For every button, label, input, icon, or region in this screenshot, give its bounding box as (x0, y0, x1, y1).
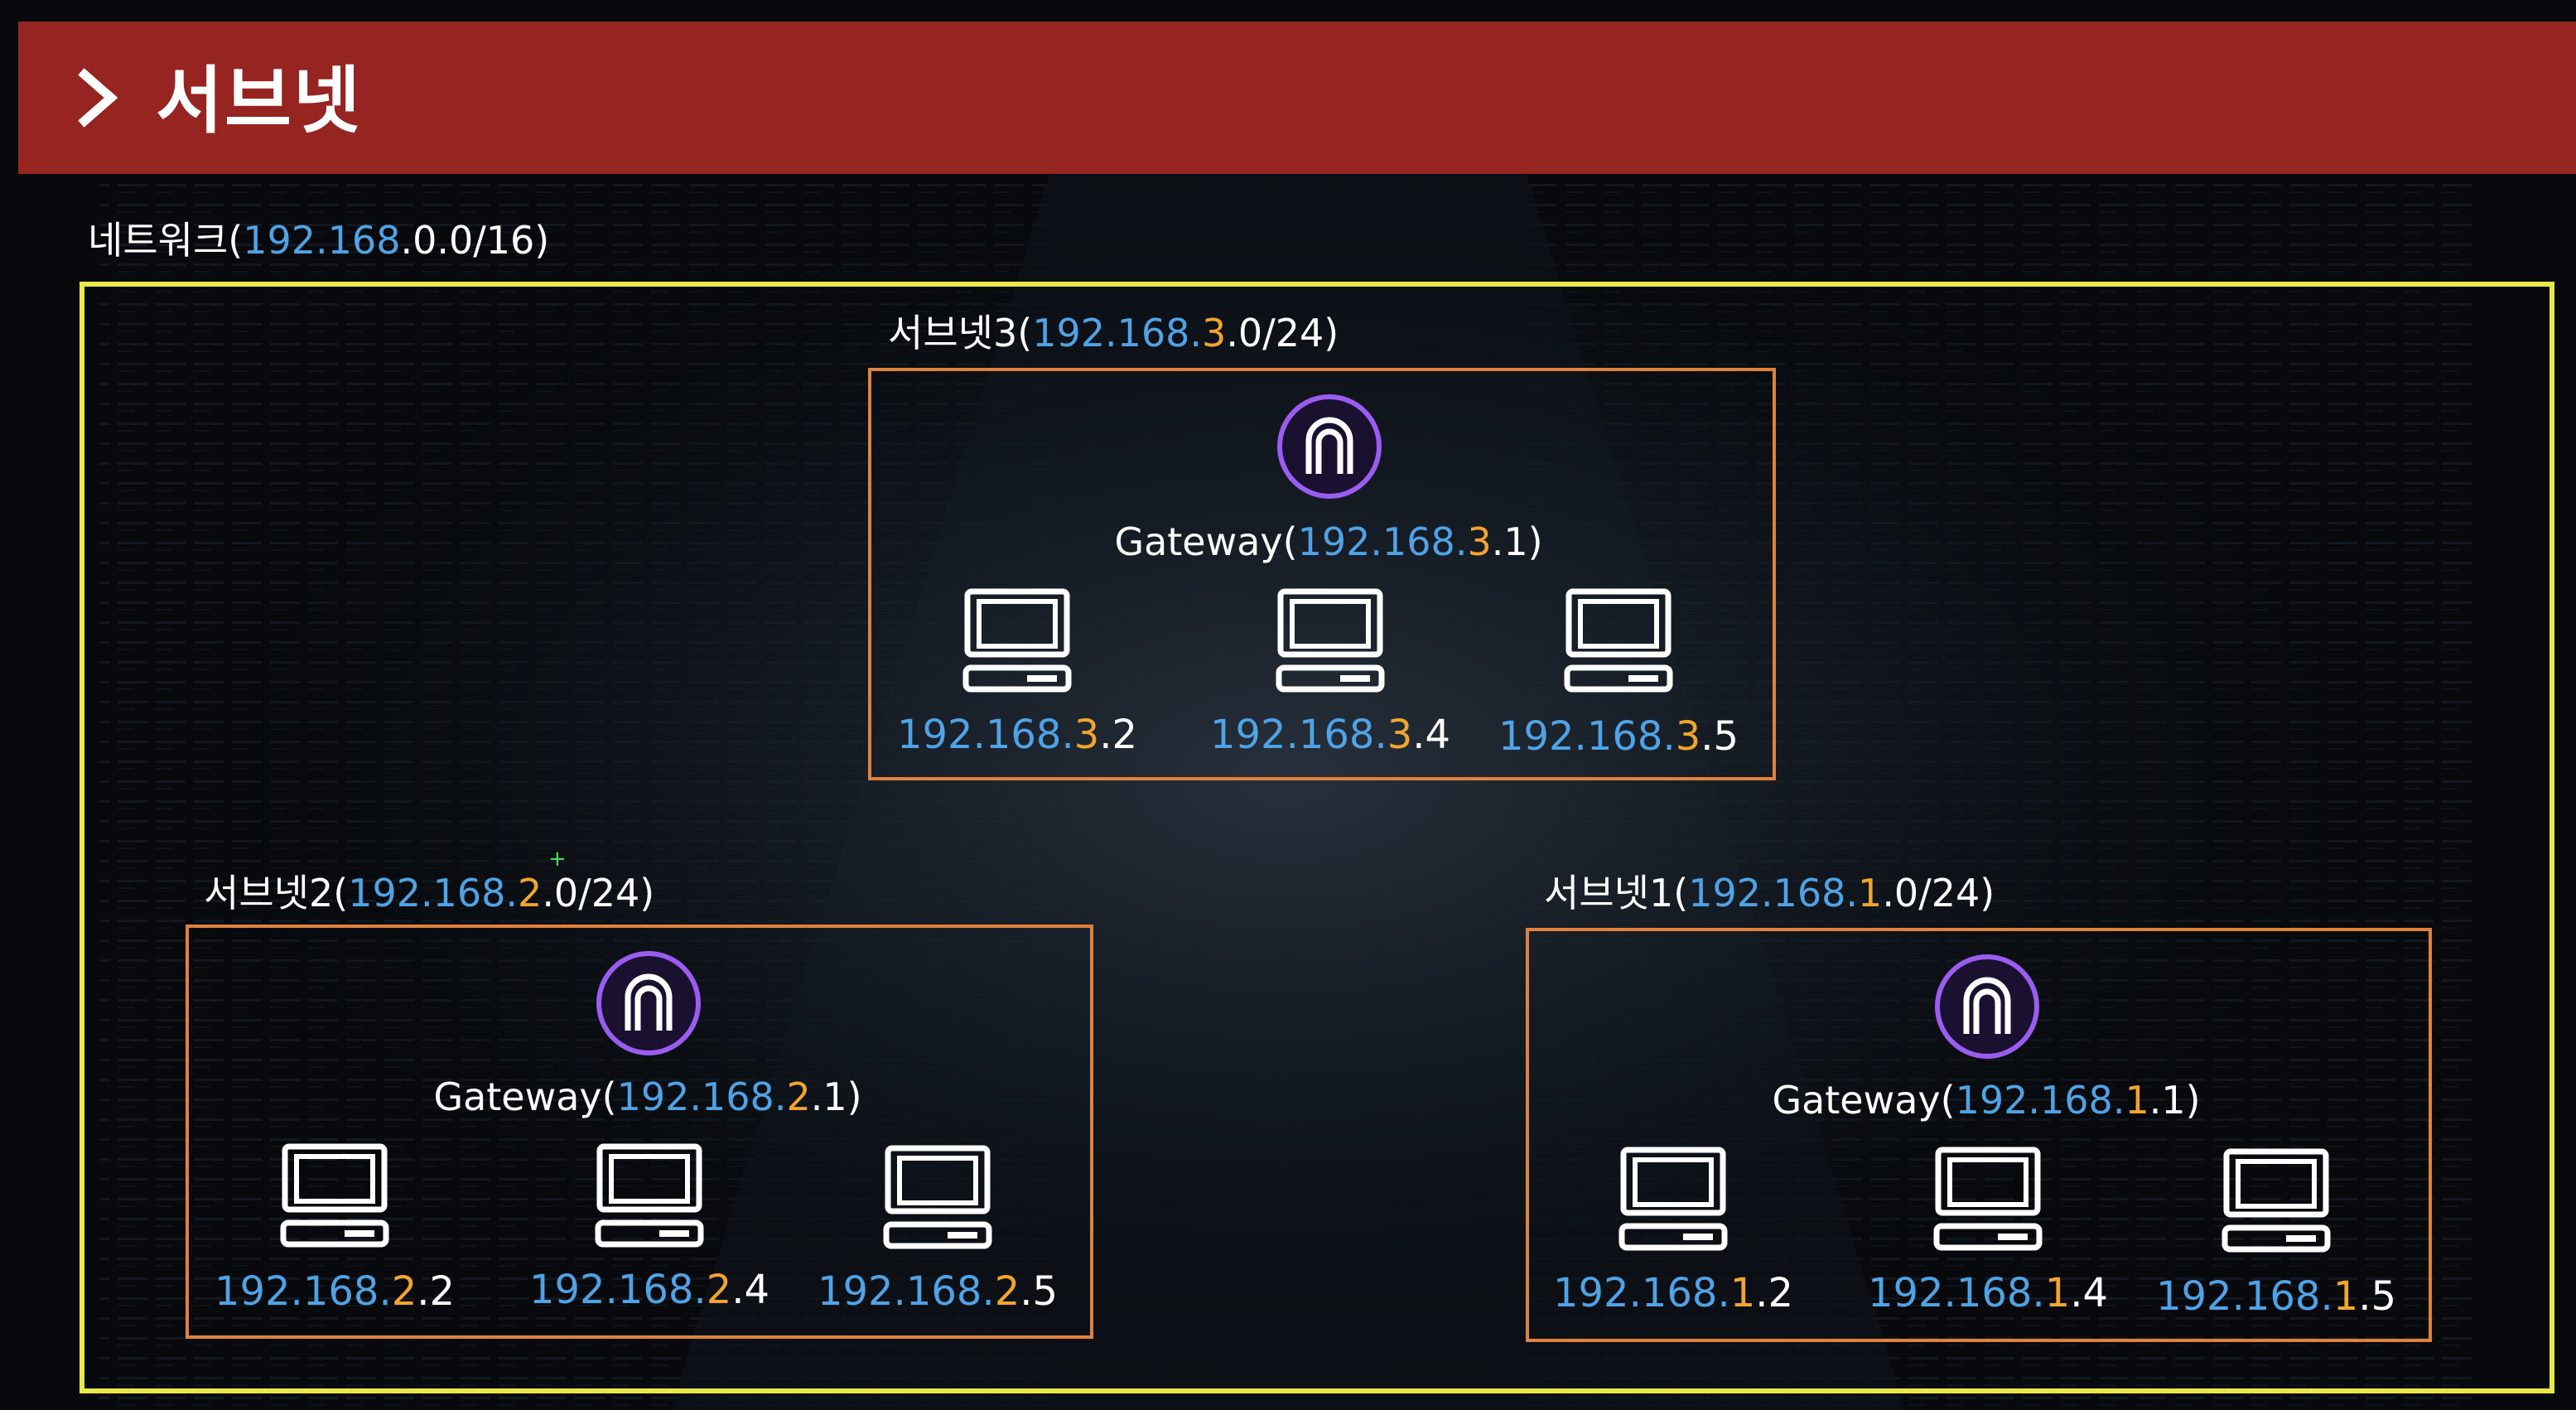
host-ip: 192.168.2.5 (817, 1268, 1059, 1315)
host-ip: 192.168.3.5 (1498, 713, 1739, 760)
subnet2-ip-blue: 192.168. (348, 871, 519, 915)
gateway-ip-third: 3 (1467, 519, 1492, 564)
chevron-right-icon (78, 68, 118, 128)
host-ip: 192.168.1.2 (1552, 1270, 1794, 1316)
network-label: 네트워크(192.168.0.0/16) (88, 217, 549, 263)
subnet2-label-prefix: 서브넷2( (204, 871, 349, 915)
subnet1-gateway-label: Gateway(192.168.1.1) (1772, 1078, 2201, 1123)
router-gateway-icon (1935, 954, 2039, 1059)
subnet1-box (1526, 928, 2432, 1342)
gateway-ip-blue: 192.168. (1297, 519, 1468, 564)
network-label-prefix: 네트워크( (88, 218, 244, 263)
subnet2-gateway-label: Gateway(192.168.2.1) (433, 1074, 862, 1119)
desktop-computer-icon (1276, 588, 1385, 693)
desktop-computer-icon (595, 1143, 704, 1248)
subnet3-label: 서브넷3(192.168.3.0/24) (888, 310, 1339, 356)
subnet1-ip-third: 1 (1858, 871, 1883, 915)
subnet2-box (186, 925, 1093, 1339)
title-banner: 서브넷 (18, 22, 2576, 174)
subnet2-label: 서브넷2(192.168.2.0/24) (204, 870, 654, 916)
crosshair-cursor-icon: + (548, 847, 567, 872)
subnet1-ip-suffix: .0/24) (1882, 871, 1995, 915)
desktop-computer-icon (2221, 1148, 2331, 1253)
desktop-computer-icon (1933, 1147, 2043, 1251)
desktop-computer-icon (1618, 1147, 1728, 1251)
router-gateway-icon (596, 951, 701, 1055)
network-frame (80, 282, 2554, 1393)
subnet3-gateway-label: Gateway(192.168.3.1) (1114, 519, 1542, 565)
desktop-computer-icon (962, 588, 1072, 693)
gateway-prefix: Gateway( (1114, 519, 1298, 564)
subnet1-label-prefix: 서브넷1( (1544, 871, 1689, 915)
subnet3-ip-suffix: .0/24) (1226, 311, 1339, 355)
desktop-computer-icon (883, 1145, 992, 1249)
router-gateway-icon (1277, 394, 1382, 499)
subnet2-ip-third: 2 (518, 871, 543, 915)
desktop-computer-icon (280, 1143, 389, 1248)
host-ip: 192.168.3.2 (896, 712, 1138, 758)
network-ip-blue: 192.168 (243, 218, 401, 263)
host-ip: 192.168.3.4 (1209, 712, 1451, 758)
subnet1-ip-blue: 192.168. (1688, 871, 1859, 915)
subnet3-ip-blue: 192.168. (1032, 311, 1203, 355)
subnet3-box (868, 368, 1776, 780)
host-ip: 192.168.2.2 (214, 1268, 456, 1315)
subnet3-ip-third: 3 (1202, 311, 1227, 355)
network-ip-rest: .0.0/16) (400, 218, 550, 263)
subnet1-label: 서브넷1(192.168.1.0/24) (1544, 870, 1995, 916)
host-ip: 192.168.1.5 (2155, 1273, 2397, 1320)
host-ip: 192.168.1.4 (1867, 1270, 2109, 1316)
subnet3-label-prefix: 서브넷3( (888, 311, 1033, 355)
gateway-ip-suffix: .1) (1491, 519, 1543, 564)
page-title: 서브넷 (156, 58, 362, 143)
host-ip: 192.168.2.4 (528, 1267, 770, 1313)
subnet2-ip-suffix: .0/24) (542, 871, 655, 915)
desktop-computer-icon (1564, 588, 1673, 693)
